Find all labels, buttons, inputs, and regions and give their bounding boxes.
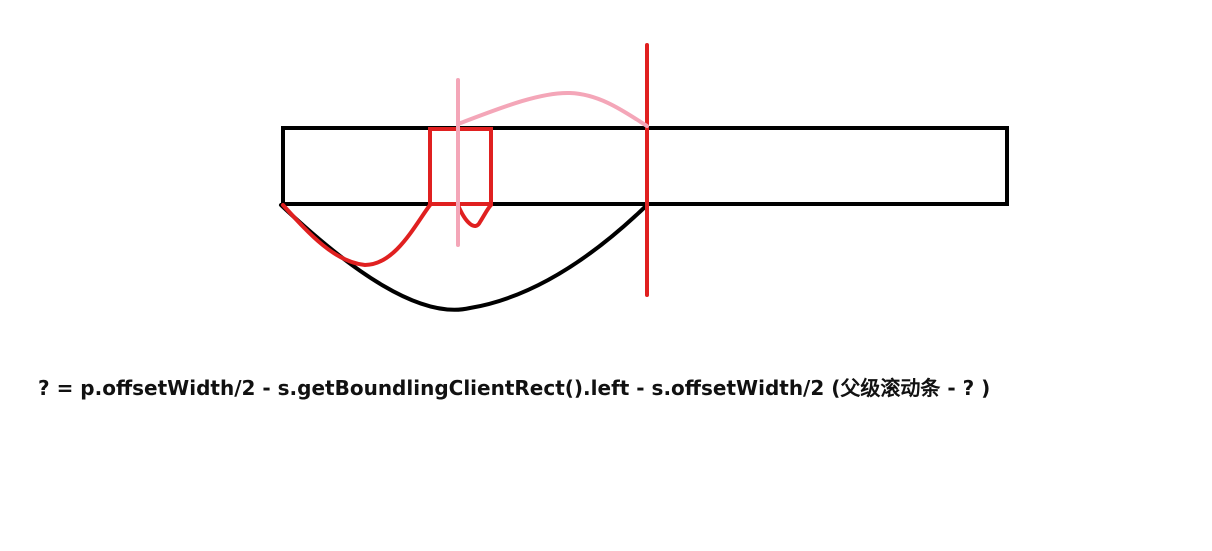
formula-text: ? = p.offsetWidth/2 - s.getBoundlingClie… [38, 376, 991, 400]
black-arc-left-to-center [279, 203, 649, 312]
red-arc-child-half [456, 203, 493, 228]
red-arc-left-to-child [281, 203, 432, 268]
pink-arc-distance [456, 90, 649, 128]
child-item-box [428, 127, 493, 206]
